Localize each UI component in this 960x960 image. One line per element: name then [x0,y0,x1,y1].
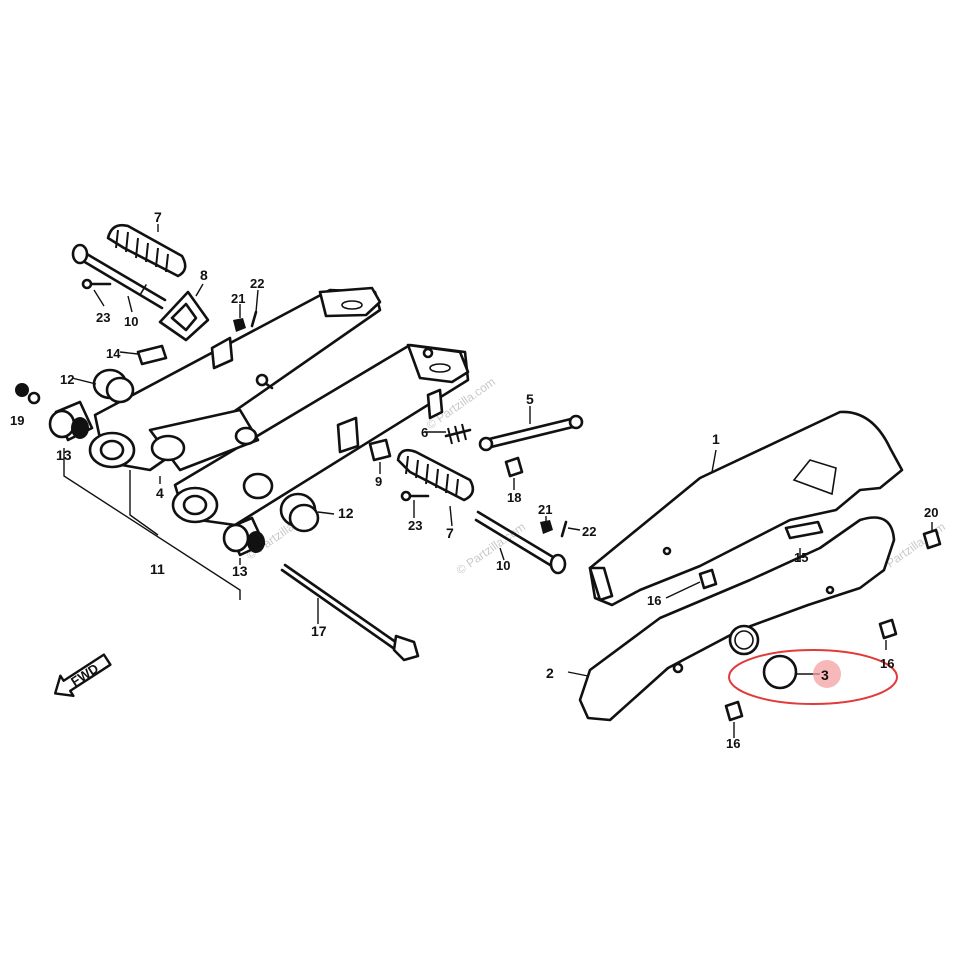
callout-21: 21 [231,291,245,306]
nut-21-left [233,318,246,332]
plug-3 [762,654,798,690]
bolt-20 [922,528,942,550]
plate-left [158,290,210,342]
callout-13: 13 [56,447,72,463]
bolt-22-right [560,520,568,538]
callout-12-lower: 12 [338,505,354,521]
label-plate-14 [136,344,168,366]
chain-case-lower [578,516,896,722]
callout-18: 18 [507,490,521,505]
callout-7-right: 7 [446,525,454,541]
callout-20: 20 [924,505,938,520]
callout-13-lower: 13 [232,563,248,579]
collar-9 [368,438,392,462]
callout-4: 4 [156,485,164,501]
nut-18 [504,456,524,478]
callout-15: 15 [794,550,808,565]
callout-6: 6 [421,425,428,440]
nut-21-right [540,520,553,534]
callout-19: 19 [10,413,24,428]
bushing-13-lower [222,516,266,557]
label-15 [784,520,824,540]
callout-21-right: 21 [538,502,552,517]
callouts: 7 8 21 22 23 10 14 12 19 13 4 11 13 12 1… [10,209,938,751]
callout-11: 11 [150,561,165,577]
footrest-left [106,223,187,278]
bushing-12-upper [92,368,135,404]
callout-10: 10 [124,314,138,329]
callout-16-right: 16 [880,656,894,671]
bushing-12-lower [279,492,320,533]
pivot-bolt [280,563,420,662]
spring-6 [444,423,472,445]
rod-5 [478,414,584,452]
callout-22: 22 [250,276,264,291]
callout-2: 2 [546,665,554,681]
callout-8: 8 [200,267,208,283]
callout-23-right: 23 [408,518,422,533]
pin-right [474,510,567,575]
bolt-16-upper [698,568,718,590]
fwd-arrow-icon: FWD [53,653,112,698]
cotter-pin-right [400,490,430,502]
callout-16-upper: 16 [647,593,661,608]
callout-23: 23 [96,310,110,325]
callout-17: 17 [311,623,327,639]
callout-10-right: 10 [496,558,510,573]
callout-14: 14 [106,346,121,361]
nut-19 [15,383,41,405]
bolt-16-lower [724,700,744,722]
callout-16-lower: 16 [726,736,740,751]
callout-22-right: 22 [582,524,596,539]
callout-7: 7 [154,209,162,225]
callout-3: 3 [821,667,829,683]
chain-case-upper [588,410,904,607]
bolt-22-left [250,310,258,328]
callout-1: 1 [712,431,720,447]
cotter-pin-left [81,278,112,290]
callout-5: 5 [526,391,534,407]
callout-12: 12 [60,372,74,387]
pin-left [71,243,167,310]
bushing-13-upper [48,400,94,442]
footrest-right [396,448,475,502]
callout-9: 9 [375,474,382,489]
highlight-part-3 [728,649,898,705]
swing-arm-drawing [88,286,470,527]
bolt-16-right [878,618,898,640]
